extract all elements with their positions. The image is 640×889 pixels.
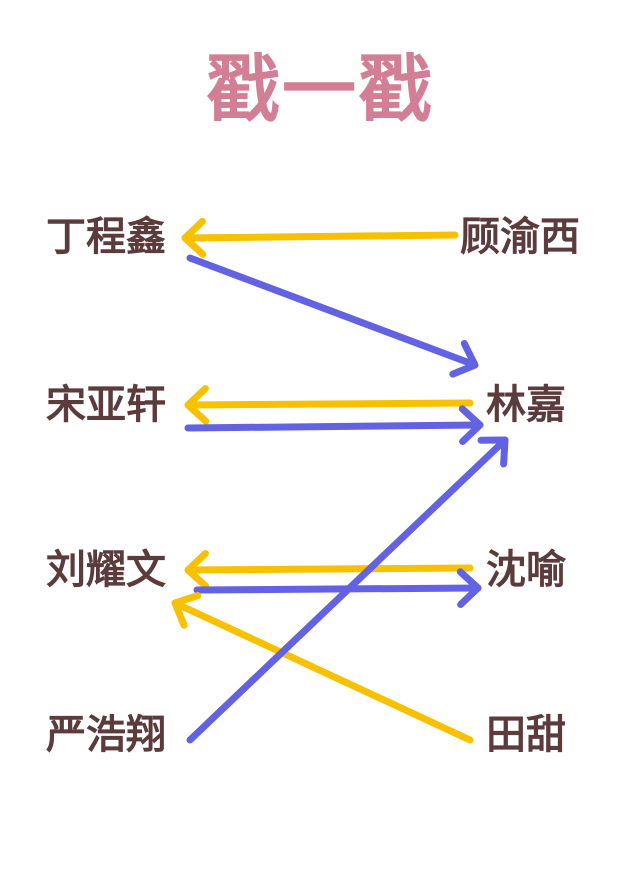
arrow-line [171, 599, 474, 744]
right-name-2: 林嘉 [486, 382, 566, 428]
arrow-2 [186, 254, 479, 378]
arrowhead-icon [456, 568, 482, 608]
arrow-5 [184, 550, 474, 590]
arrowhead-icon [449, 340, 479, 378]
right-name-1: 顾渝西 [460, 214, 580, 260]
arrow-line [184, 399, 474, 409]
arrowhead-icon [181, 217, 207, 258]
arrowhead-icon [184, 550, 210, 590]
arrow-7 [171, 592, 474, 744]
arrow-line [184, 421, 484, 432]
arrowhead-icon [458, 405, 484, 445]
right-name-4: 田甜 [486, 712, 566, 758]
left-name-2: 宋亚轩 [46, 382, 166, 428]
left-name-3: 刘耀文 [46, 547, 166, 593]
arrow-4 [184, 405, 484, 445]
arrow-8 [186, 436, 509, 744]
left-name-1: 丁程鑫 [46, 214, 166, 260]
arrowhead-icon [477, 436, 509, 468]
right-name-3: 沈喻 [486, 547, 566, 593]
diagram-title: 戳一戳 [206, 47, 434, 133]
arrow-line [186, 254, 479, 369]
arrowhead-icon [171, 592, 202, 629]
arrow-3 [184, 385, 474, 425]
arrow-line [186, 436, 509, 744]
arrow-1 [181, 217, 459, 258]
arrow-6 [193, 568, 482, 608]
left-name-4: 严浩翔 [46, 712, 166, 758]
arrow-line [184, 564, 474, 574]
arrow-line [193, 584, 482, 594]
arrow-line [181, 231, 459, 242]
arrowhead-icon [184, 385, 210, 425]
